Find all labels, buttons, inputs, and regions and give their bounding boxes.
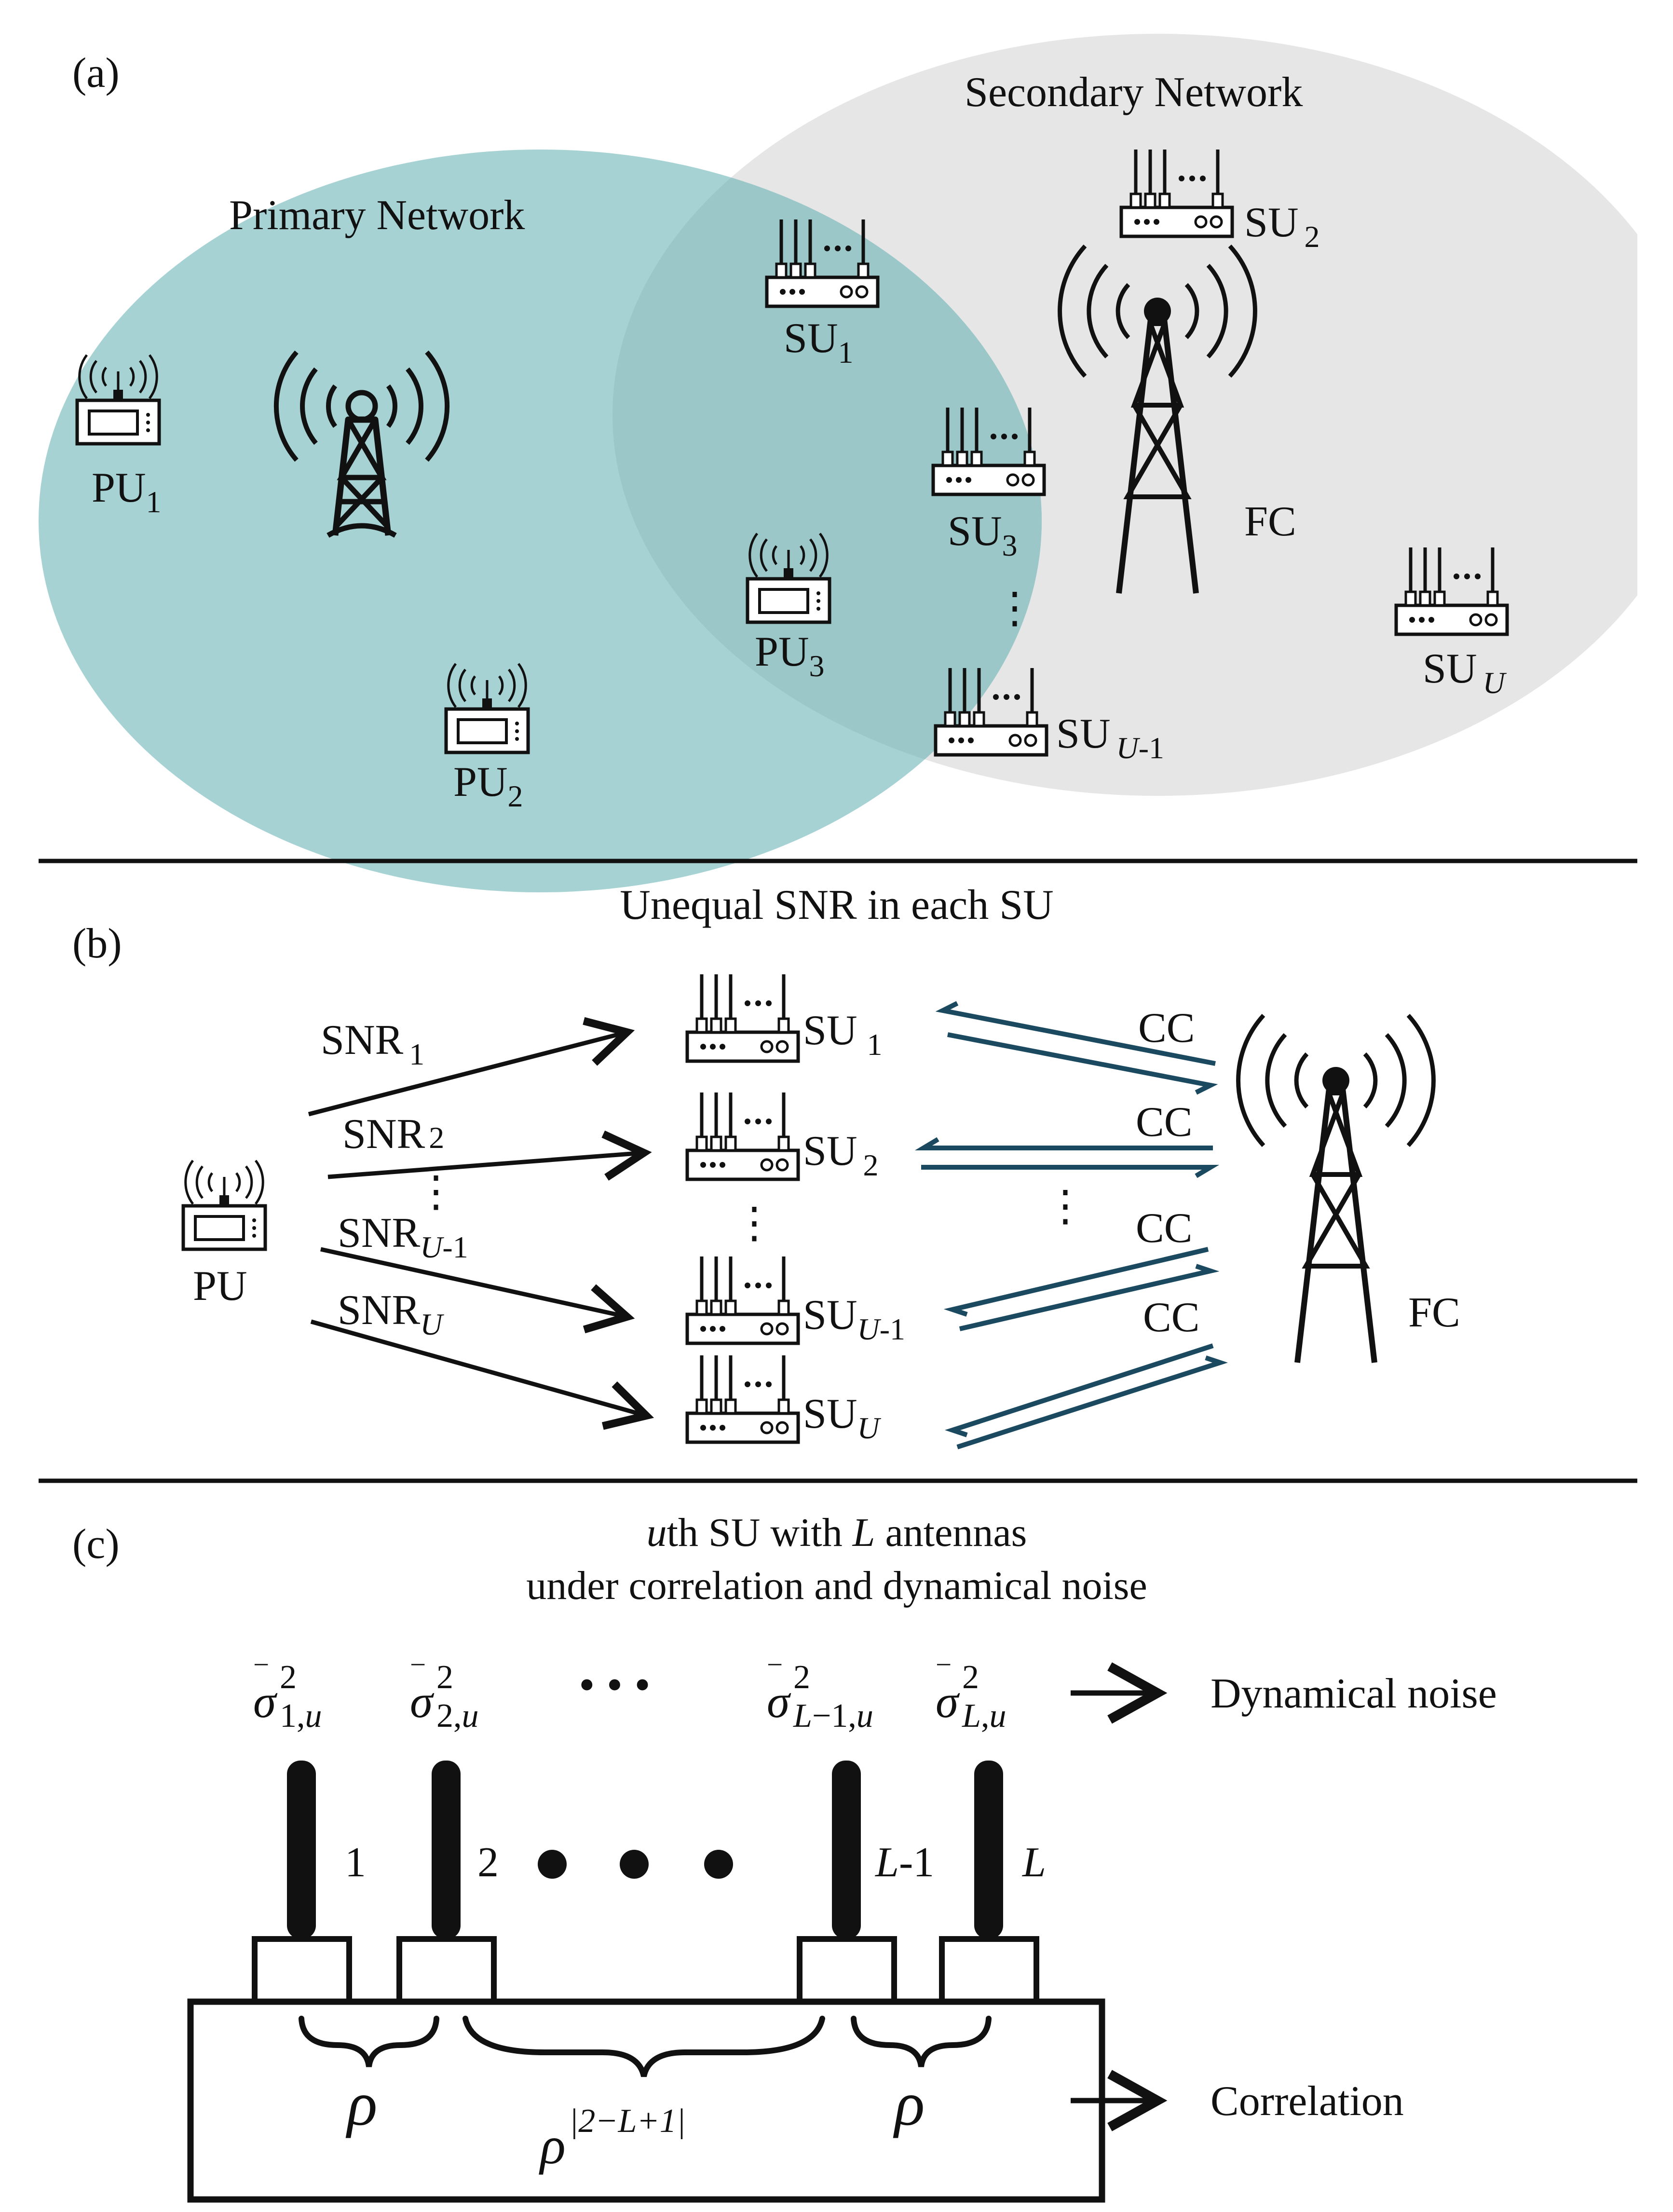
su3-label: SU3 (948, 508, 1018, 562)
correlation-label: Correlation (1211, 2078, 1404, 2125)
panel-b-label: (b) (72, 920, 122, 967)
cc-label-2: CC (1136, 1099, 1192, 1146)
fc-label: FC (1408, 1289, 1460, 1336)
svg-text:‾: ‾ (768, 1661, 782, 1698)
rho-adjacent-right: ρ (893, 2069, 925, 2139)
link-snr-u-1 (320, 1247, 635, 1334)
secondary-network-label: Secondary Network (965, 69, 1303, 116)
link-snr-2 (327, 1130, 652, 1181)
antenna-1-label: 1 (345, 1839, 366, 1886)
antenna-2 (396, 1761, 497, 2005)
su-u-label-b: SUU (803, 1391, 882, 1445)
svg-text:2: 2 (436, 1659, 453, 1696)
dynamical-noise-label: Dynamical noise (1211, 1670, 1497, 1717)
svg-text:2,u: 2,u (436, 1697, 479, 1734)
antenna-2-label: 2 (477, 1839, 499, 1886)
antenna-dots (538, 1850, 733, 1879)
multi-antenna-router-icon (687, 974, 798, 1061)
antenna-l-label: L (1021, 1839, 1046, 1886)
svg-text:σ: σ (767, 1676, 791, 1727)
svg-text:ρ: ρ (539, 2116, 566, 2175)
svg-text:2: 2 (280, 1659, 297, 1696)
svg-text:L−1,u: L−1,u (793, 1697, 873, 1734)
noise-variance-l: σ ‾ 2 L,u (936, 1659, 1006, 1734)
fusion-center-icon (1238, 1015, 1434, 1363)
pu-label: PU (193, 1263, 247, 1310)
su-u-1-label-b: SUU-1 (803, 1292, 905, 1346)
svg-text:‾: ‾ (254, 1661, 268, 1698)
snr-u-label: SNRU (338, 1287, 444, 1341)
snr-u-1-label: SNRU-1 (338, 1210, 468, 1264)
svg-text:‾: ‾ (937, 1661, 951, 1698)
panel-c: (c) uth SU with L antennas under correla… (72, 1510, 1497, 2203)
pu3-label: PU3 (755, 628, 825, 683)
control-channel-u (944, 1343, 1228, 1449)
cc-label-3: CC (1136, 1205, 1192, 1252)
su-vertical-ellipsis: ⋮ (993, 585, 1036, 632)
control-channel-1 (935, 1001, 1218, 1095)
wireless-device-icon (183, 1161, 265, 1249)
cc-label-1: CC (1138, 1005, 1195, 1051)
multi-antenna-router-icon (687, 1355, 798, 1442)
link-snr-1 (308, 1017, 635, 1117)
panel-b-title: Unequal SNR in each SU (620, 882, 1053, 928)
noise-variance-2: σ ‾ 2 2,u (410, 1659, 479, 1734)
antenna-l (939, 1761, 1039, 2005)
fusion-center-label: FC (1244, 498, 1296, 545)
link-snr-u (310, 1319, 654, 1430)
correlation-braces (299, 2016, 992, 2077)
pu2-label: PU2 (453, 759, 523, 813)
svg-text:L,u: L,u (962, 1697, 1006, 1734)
panel-c-label: (c) (72, 1521, 120, 1568)
su1-label: SU1 (784, 315, 854, 369)
panel-a: (a) Secondary Network Primary Network FC… (0, 0, 1673, 916)
svg-text:1,u: 1,u (280, 1697, 322, 1734)
noise-ellipsis: • • • (579, 1659, 651, 1710)
rho-adjacent-left: ρ (345, 2069, 377, 2139)
multi-antenna-router-icon (687, 1092, 798, 1179)
panel-a-label: (a) (72, 50, 120, 96)
snr-vertical-ellipsis: ⋮ (415, 1169, 457, 1215)
svg-text:σ: σ (253, 1676, 278, 1727)
svg-text:σ: σ (410, 1676, 435, 1727)
control-channel-u-1 (943, 1247, 1220, 1331)
svg-text:|2−L+1|: |2−L+1| (569, 2103, 686, 2140)
noise-variance-l-1: σ ‾ 2 L−1,u (767, 1659, 873, 1734)
rho-power-label: ρ |2−L+1| (539, 2103, 686, 2175)
svg-text:σ: σ (936, 1676, 960, 1727)
antenna-l-1 (797, 1761, 897, 2005)
multi-antenna-router-icon (687, 1256, 798, 1343)
receiver-body (187, 1998, 1105, 2203)
svg-text:2: 2 (962, 1659, 979, 1696)
cc-vertical-ellipsis: ⋮ (1044, 1183, 1087, 1230)
panel-c-title-line1: uth SU with L antennas (647, 1510, 1027, 1555)
antenna-1 (252, 1761, 352, 2005)
svg-text:‾: ‾ (411, 1661, 425, 1698)
cc-label-4: CC (1143, 1294, 1199, 1341)
svg-text:2: 2 (793, 1659, 810, 1696)
noise-variance-1: σ ‾ 2 1,u (253, 1659, 322, 1734)
pu1-label: PU1 (92, 464, 162, 519)
su-vertical-ellipsis-b: ⋮ (733, 1200, 775, 1247)
panel-c-title-line2: under correlation and dynamical noise (526, 1563, 1147, 1608)
antenna-l-1-label: L-1 (874, 1839, 934, 1886)
control-channel-2 (914, 1137, 1220, 1178)
primary-network-label: Primary Network (229, 192, 525, 239)
